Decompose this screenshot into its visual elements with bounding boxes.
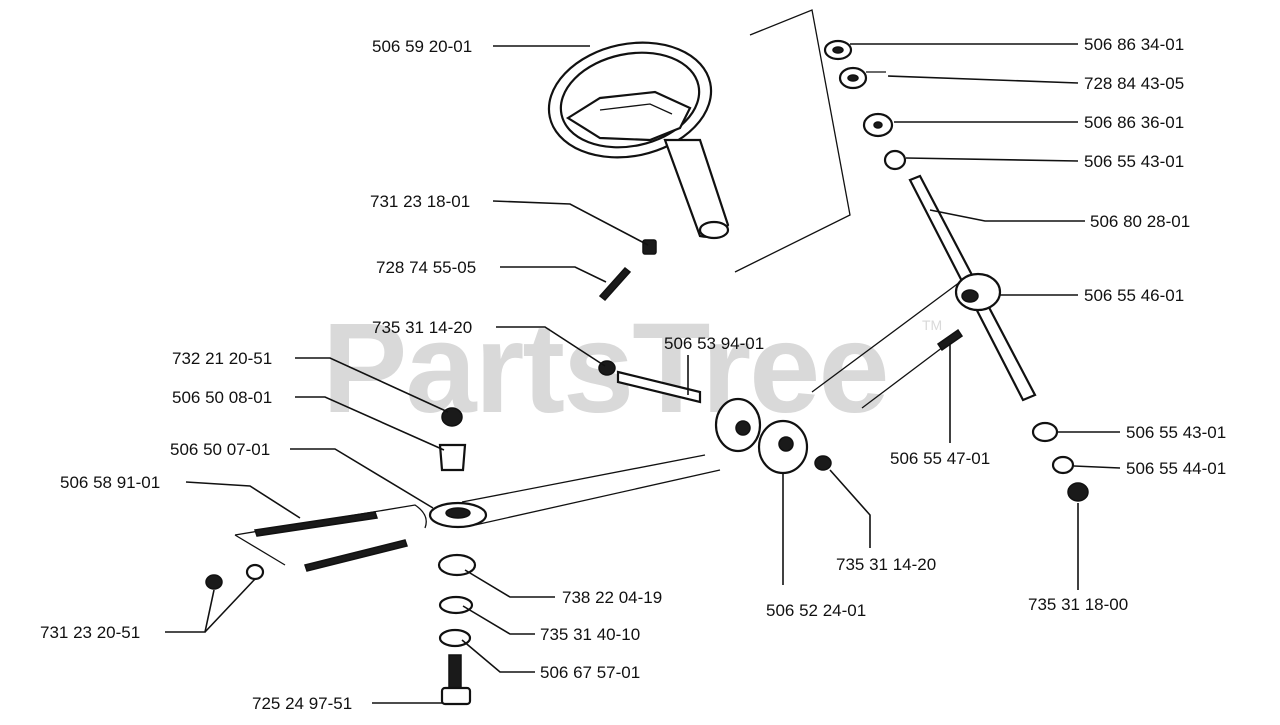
- leader-lines: [165, 43, 1121, 704]
- part-label-506-80-28-01: 506 80 28-01: [1090, 212, 1190, 231]
- part-label-506-50-07-01: 506 50 07-01: [170, 440, 270, 459]
- part-label-506-67-57-01: 506 67 57-01: [540, 663, 640, 682]
- steering-shaft-drawing: [811, 39, 1089, 502]
- part-label-728-84-43-05: 728 84 43-05: [1084, 74, 1184, 93]
- part-label-735-31-40-10: 735 31 40-10: [540, 625, 640, 644]
- part-label-506-86-36-01: 506 86 36-01: [1084, 113, 1184, 132]
- part-label-506-59-20-01: 506 59 20-01: [372, 37, 472, 56]
- part-label-506-86-34-01: 506 86 34-01: [1084, 35, 1184, 54]
- part-label-731-23-18-01: 731 23 18-01: [370, 192, 470, 211]
- part-label-725-24-97-51: 725 24 97-51: [252, 694, 352, 713]
- linkage-drawing: [205, 360, 832, 706]
- part-label-506-55-44-01: 506 55 44-01: [1126, 459, 1226, 478]
- part-label-738-22-04-19: 738 22 04-19: [562, 588, 662, 607]
- part-label-732-21-20-51: 732 21 20-51: [172, 349, 272, 368]
- watermark-trademark: TM: [922, 317, 942, 333]
- part-label-506-55-46-01: 506 55 46-01: [1084, 286, 1184, 305]
- part-labels: 506 59 20-01 731 23 18-01 728 74 55-05 7…: [40, 35, 1226, 713]
- part-label-506-52-24-01: 506 52 24-01: [766, 601, 866, 620]
- part-label-735-31-18-00: 735 31 18-00: [1028, 595, 1128, 614]
- part-label-735-31-14-20: 735 31 14-20: [372, 318, 472, 337]
- part-label-506-55-43-01: 506 55 43-01: [1084, 152, 1184, 171]
- part-label-506-53-94-01: 506 53 94-01: [664, 334, 764, 353]
- part-label-506-58-91-01: 506 58 91-01: [60, 473, 160, 492]
- part-label-728-74-55-05: 728 74 55-05: [376, 258, 476, 277]
- part-label-731-23-20-51: 731 23 20-51: [40, 623, 140, 642]
- part-label-735-31-14-20-b: 735 31 14-20: [836, 555, 936, 574]
- steering-wheel-drawing: [547, 9, 851, 302]
- part-label-506-50-08-01: 506 50 08-01: [172, 388, 272, 407]
- part-label-506-55-47-01: 506 55 47-01: [890, 449, 990, 468]
- part-label-506-55-43-01-b: 506 55 43-01: [1126, 423, 1226, 442]
